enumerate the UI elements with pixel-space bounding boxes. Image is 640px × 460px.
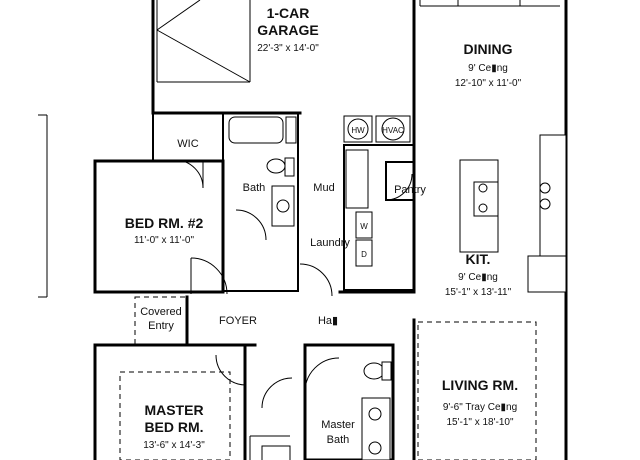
hvac-label: HVAC [382, 126, 404, 135]
kitchen-ceiling: 9' Ce▮ng [458, 272, 498, 283]
master-bath-line2: Bath [327, 434, 350, 446]
living-walls [412, 318, 537, 460]
kitchen-dims: 15'-1" x 13'-11" [445, 287, 512, 298]
bath-fixtures [222, 112, 299, 292]
water-heater-label: HW [351, 126, 365, 135]
living-dims: 15'-1" x 18'-10" [446, 417, 514, 428]
master-bath-fixtures [261, 343, 395, 460]
covered-entry-line2: Entry [148, 320, 174, 332]
garage-dims: 22'-3" x 14'-0" [257, 43, 319, 54]
master-walls [93, 343, 291, 460]
bedroom2-dims: 11'-0" x 11'-0" [134, 235, 194, 246]
dining-ceiling: 9' Ce▮ng [468, 63, 508, 74]
foyer-name: FOYER [219, 315, 257, 327]
dining-name: DINING [464, 41, 513, 57]
living-ceiling: 9'-6" Tray Ce▮ng [443, 402, 517, 413]
hall-name: Ha▮ [318, 315, 338, 327]
entry-walls [93, 257, 416, 347]
covered-entry-line1: Covered [140, 306, 182, 318]
pantry-name: Pantry [394, 184, 426, 196]
master-bed-line1: MASTER [144, 402, 203, 418]
bedroom2-walls [93, 112, 225, 294]
exterior-left-bracket [38, 114, 48, 298]
master-bath-line1: Master [321, 419, 355, 431]
kitchen-name: KIT. [466, 251, 491, 267]
laundry-name: Laundry [310, 237, 350, 249]
bedroom2-name: BED RM. #2 [125, 215, 204, 231]
wic-name: WIC [177, 138, 198, 150]
dryer-label: D [361, 250, 367, 259]
washer-label: W [360, 222, 368, 231]
mud-name: Mud [313, 182, 334, 194]
master-bed-dims: 13'-6" x 14'-3" [143, 440, 205, 451]
dining-dims: 12'-10" x 11'-0" [455, 78, 522, 89]
utility-walls [299, 115, 415, 297]
bath-name: Bath [243, 182, 266, 194]
living-name: LIVING RM. [442, 377, 518, 393]
garage-name-line1: 1-CAR [267, 5, 310, 21]
master-bed-line2: BED RM. [144, 419, 203, 435]
garage-name-line2: GARAGE [257, 22, 318, 38]
kitchen-fixtures [459, 134, 567, 293]
